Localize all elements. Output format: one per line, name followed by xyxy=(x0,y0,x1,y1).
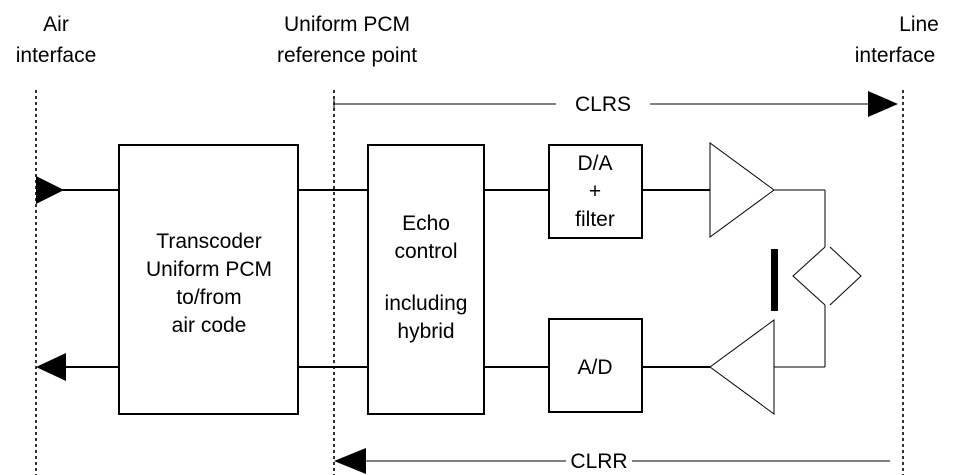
clrr-arrow: CLRR xyxy=(334,448,890,474)
transcoder-box xyxy=(118,144,299,415)
send-amplifier-triangle xyxy=(709,142,775,238)
reference-point-line-2: reference point xyxy=(277,44,417,67)
transcoder-label-1: Transcoder xyxy=(156,230,261,253)
line-interface-line-2: interface xyxy=(855,44,936,67)
ad-box xyxy=(548,318,643,413)
reference-point-header: Uniform PCM reference point xyxy=(277,13,417,67)
echo-control-label-2: control xyxy=(394,240,457,263)
ad-label: A/D xyxy=(577,356,612,379)
clrs-label: CLRS xyxy=(575,93,631,116)
echo-control-label-1: Echo xyxy=(402,212,450,235)
ad-block: A/D xyxy=(548,318,643,413)
line-interface-header: Line interface xyxy=(855,13,939,67)
air-interface-line-2: interface xyxy=(16,44,97,67)
air-send-arrowhead xyxy=(36,176,64,204)
hybrid-balance-bar xyxy=(771,249,778,311)
hybrid-connection xyxy=(771,189,862,368)
clrs-arrow: CLRS xyxy=(333,91,898,117)
echo-control-box xyxy=(367,144,485,415)
echo-control-label-4: hybrid xyxy=(397,320,454,343)
transcoder-label-2: Uniform PCM xyxy=(146,258,272,281)
air-interface-line-1: Air xyxy=(43,13,69,36)
da-filter-label-3: filter xyxy=(575,208,615,231)
echo-control-label-3: including xyxy=(385,292,468,315)
air-receive-arrowhead xyxy=(36,353,66,381)
da-filter-block: D/A + filter xyxy=(548,144,643,239)
clrr-label: CLRR xyxy=(570,450,627,473)
clrs-arrowhead xyxy=(868,91,898,117)
line-interface-line-1: Line xyxy=(899,13,939,36)
transcoder-block: Transcoder Uniform PCM to/from air code xyxy=(118,144,299,415)
da-filter-label-2: + xyxy=(589,180,601,203)
da-filter-box xyxy=(548,144,643,239)
clrr-arrowhead xyxy=(334,448,366,474)
reference-point-line-1: Uniform PCM xyxy=(284,13,410,36)
hybrid-right-chevron xyxy=(829,246,862,306)
da-filter-label-1: D/A xyxy=(577,152,612,175)
transcoder-label-3: to/from xyxy=(176,286,241,309)
transcoder-label-4: air code xyxy=(172,314,247,337)
receive-amplifier-triangle xyxy=(709,319,775,415)
echo-control-block: Echo control including hybrid xyxy=(367,144,485,415)
air-interface-header: Air interface xyxy=(16,13,97,67)
hybrid-left-chevron xyxy=(792,246,826,306)
